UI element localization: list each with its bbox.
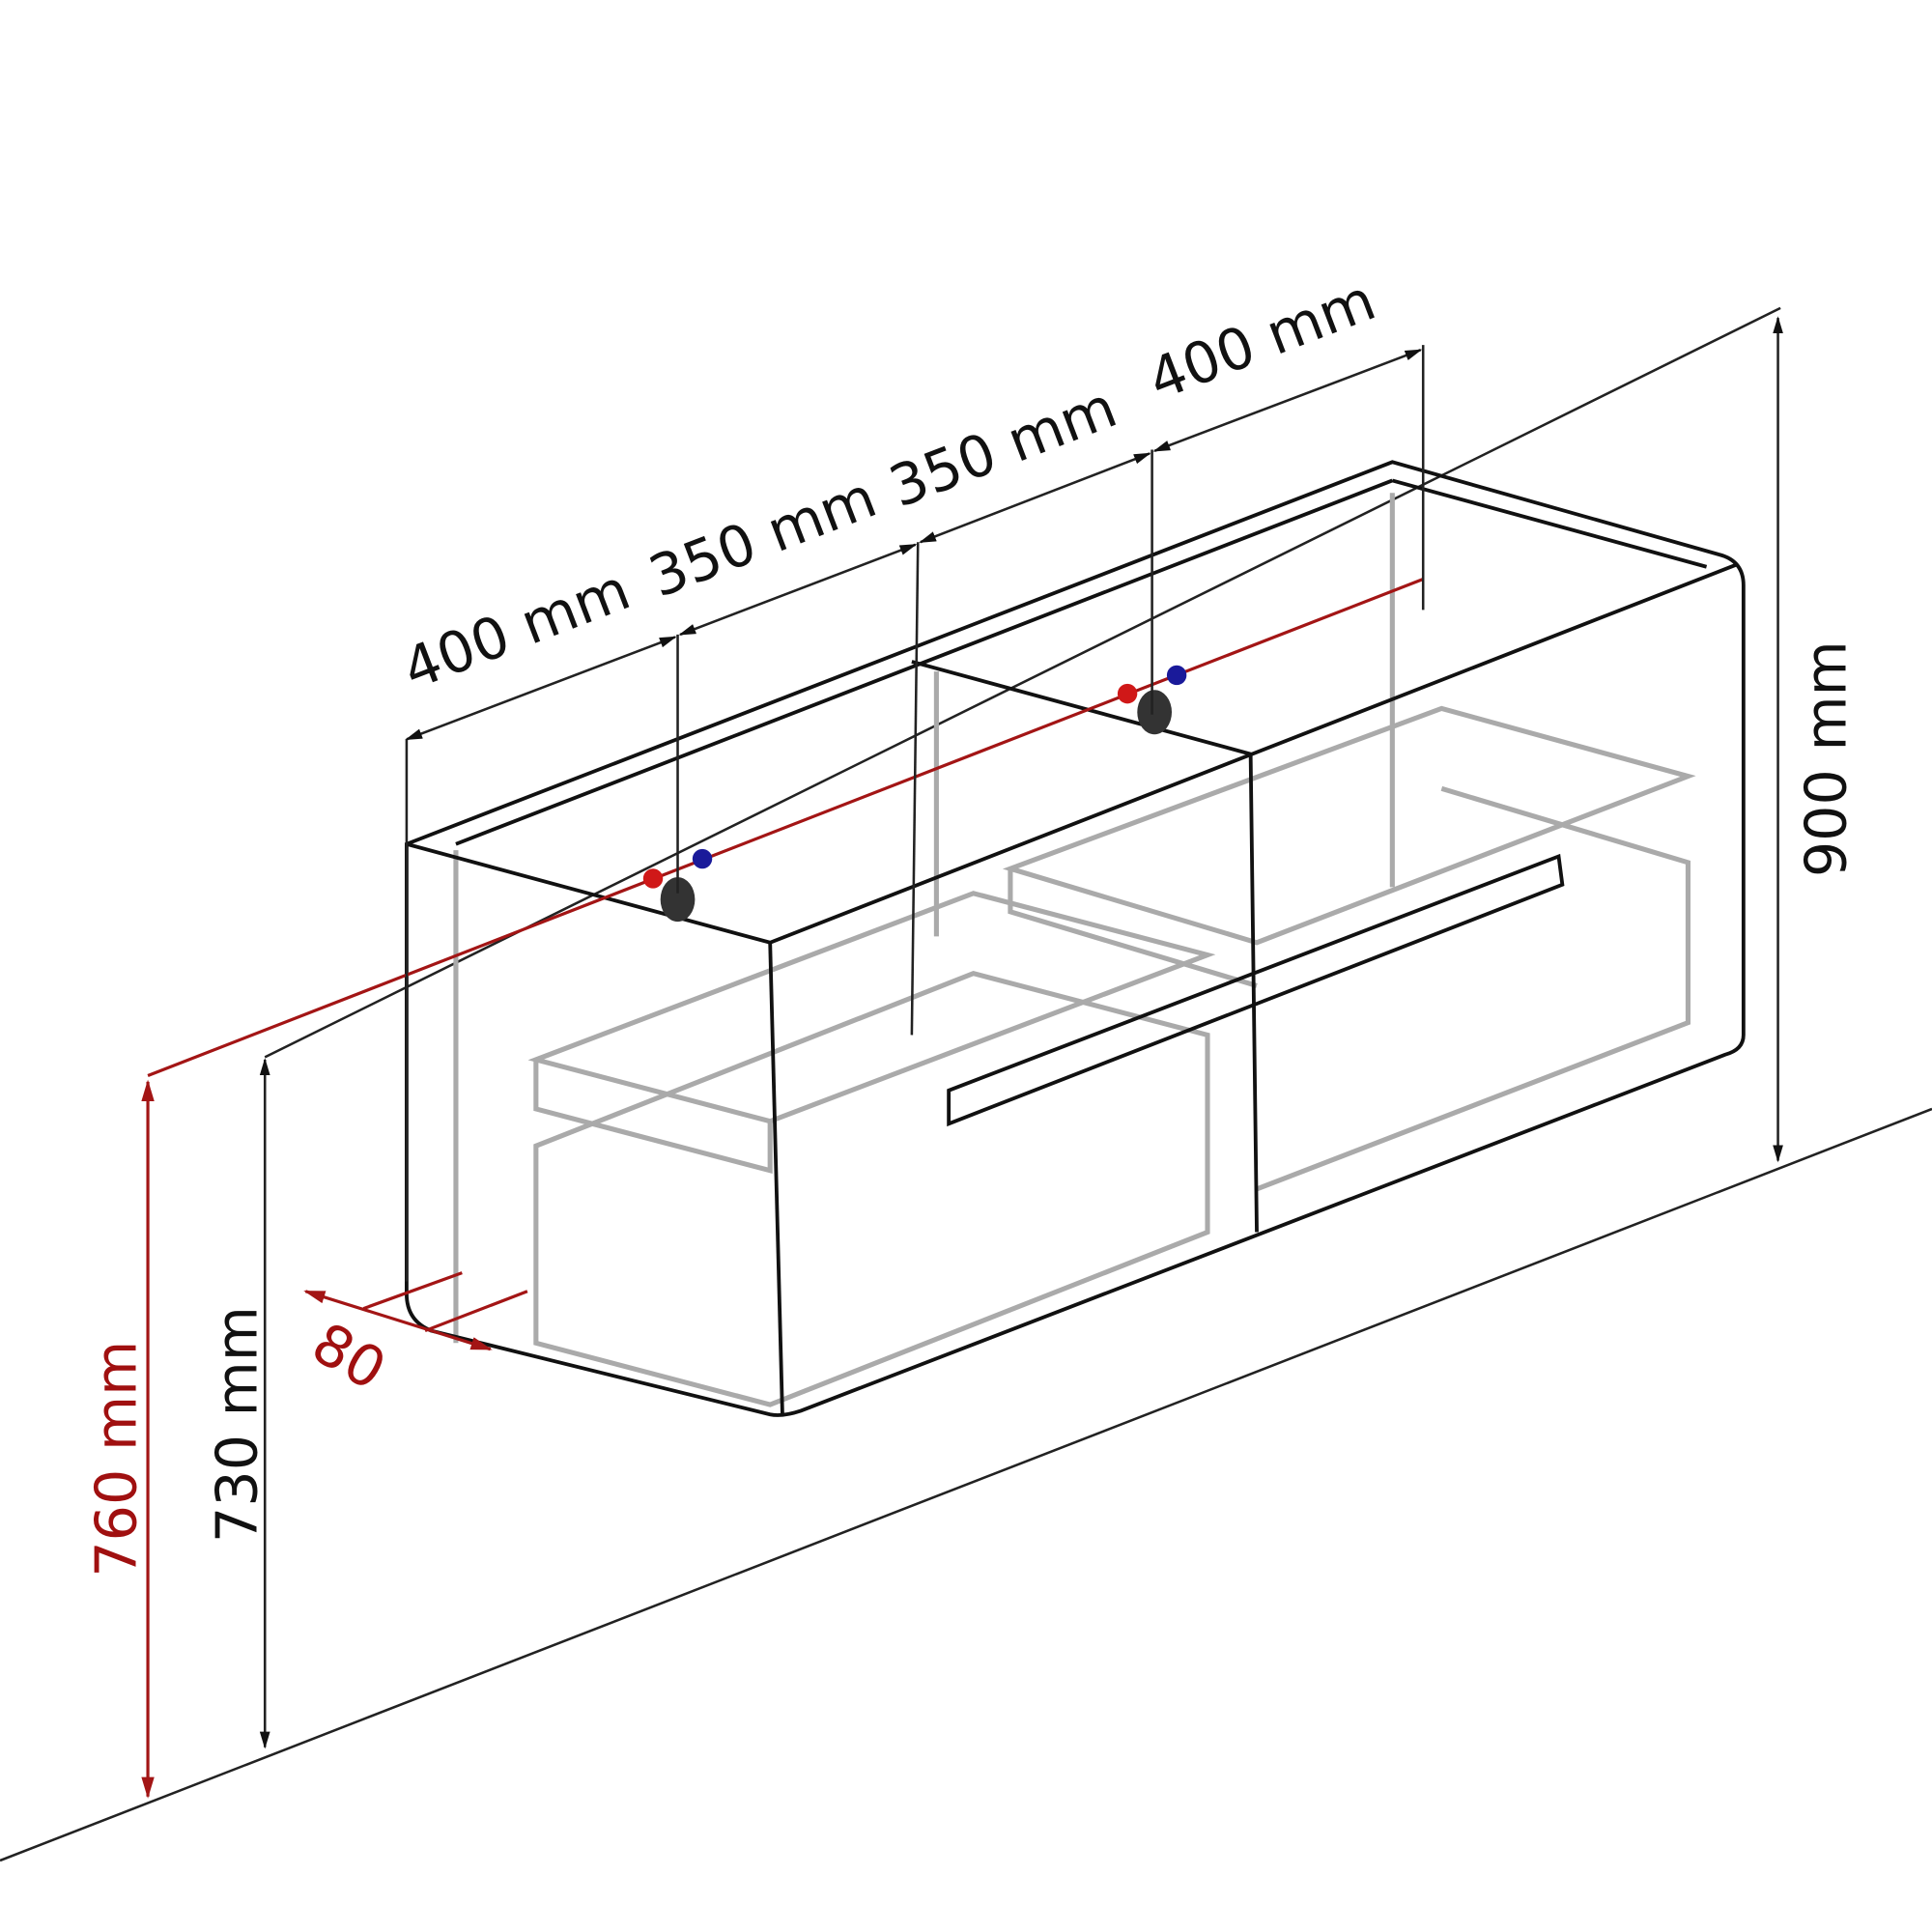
dim-730: 730 mm <box>204 1306 270 1543</box>
dim-400-right: 400 mm <box>1140 267 1384 412</box>
cold-water-connector-right <box>1166 665 1187 686</box>
pipe-offset-dimension: 80 <box>301 1271 528 1404</box>
hot-water-connector-left <box>642 868 664 889</box>
height-dimension: 900 mm <box>1773 316 1860 1163</box>
dim-400-left: 400 mm <box>394 556 639 702</box>
floor-to-pipe-dimension: 760 mm <box>83 1079 155 1799</box>
floor-to-bottom-dimension: 730 mm <box>204 1058 270 1749</box>
drain-left <box>660 877 696 923</box>
cabinet-outline <box>405 460 1746 1417</box>
drawers-hidden-lines <box>453 493 1696 1407</box>
pipe-line <box>147 578 1424 1078</box>
dim-350-left: 350 mm <box>640 464 885 610</box>
dim-760: 760 mm <box>83 1341 149 1577</box>
dim-900: 900 mm <box>1794 640 1860 877</box>
hot-water-connector-right <box>1117 683 1138 704</box>
drain-right <box>1137 690 1173 735</box>
dim-350-right: 350 mm <box>881 374 1125 520</box>
cold-water-connector-left <box>692 848 713 869</box>
dim-80: 80 <box>301 1310 397 1403</box>
